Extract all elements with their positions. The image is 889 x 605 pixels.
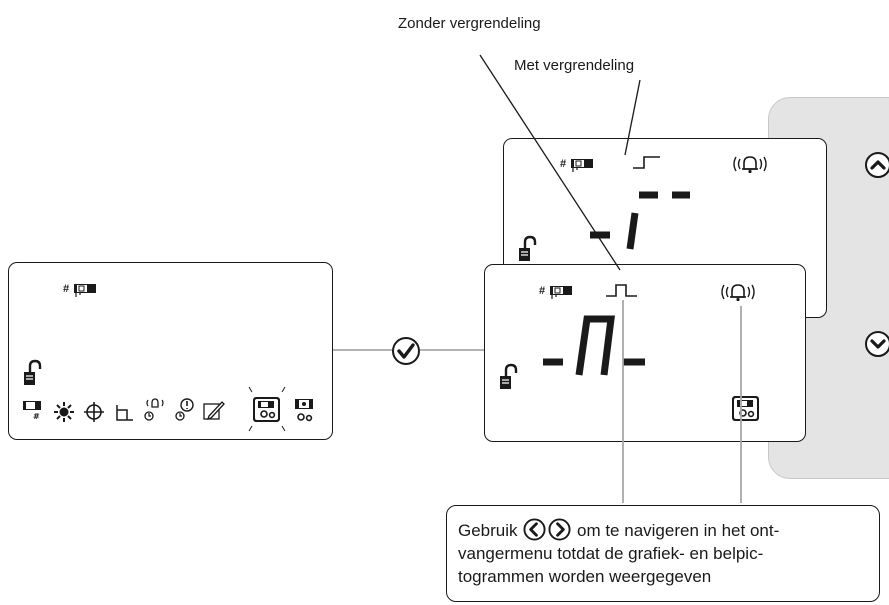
check-circle-icon[interactable] (391, 336, 421, 366)
lcd-without-lock: # (484, 264, 806, 442)
receiver-channel-icon: # (23, 401, 41, 421)
label-with-lock: Met vergrendeling (514, 57, 635, 74)
callout-line-2: vangermenu totdat de grafiek- en belpic- (458, 544, 764, 563)
camera-settings-icon (295, 399, 313, 422)
lcd-menu: # # (8, 262, 333, 440)
bell-icon (733, 156, 767, 174)
unlocked-padlock-icon (24, 359, 42, 385)
bell-icon (721, 284, 755, 302)
brightness-icon (54, 402, 74, 422)
unlocked-padlock-icon (500, 363, 518, 389)
receiver-icon (571, 159, 593, 172)
unlocked-padlock-icon (519, 235, 537, 261)
timer-icon (175, 398, 194, 421)
instruction-callout: Gebruik om te navigeren in het ont- vang… (446, 505, 880, 602)
label-without-lock: Zonder vergrendeling (398, 15, 541, 32)
channel-marker: # (560, 158, 567, 170)
segment-display (543, 315, 645, 376)
blink-indicator (248, 386, 286, 432)
receiver-settings-icon[interactable] (252, 396, 282, 424)
edit-icon (203, 401, 225, 421)
channel-marker: # (63, 283, 70, 295)
segment-display (590, 191, 690, 250)
crosshair-icon (84, 402, 104, 422)
callout-text-before: Gebruik (458, 521, 518, 540)
callout-line-3: togrammen worden weergegeven (458, 567, 712, 586)
callout-text-after: om te navigeren in het ont- (577, 521, 780, 540)
chevron-up-icon (870, 160, 886, 170)
svg-text:#: # (33, 412, 40, 421)
callout-line-1: Gebruik om te navigeren in het ont- (458, 518, 867, 542)
receiver-icon (74, 284, 96, 297)
chevron-left-circle-icon[interactable] (523, 518, 546, 541)
channel-marker: # (539, 285, 546, 297)
up-button[interactable] (865, 152, 889, 178)
bracket-icon (116, 405, 133, 421)
chevron-right-circle-icon[interactable] (548, 518, 571, 541)
step-pulse-icon (633, 156, 660, 169)
down-button[interactable] (865, 331, 889, 357)
chevron-down-icon (870, 339, 886, 349)
receiver-settings-icon (732, 396, 759, 421)
pulse-icon (606, 284, 637, 297)
receiver-icon (550, 286, 572, 299)
bell-timer-icon (144, 398, 164, 421)
